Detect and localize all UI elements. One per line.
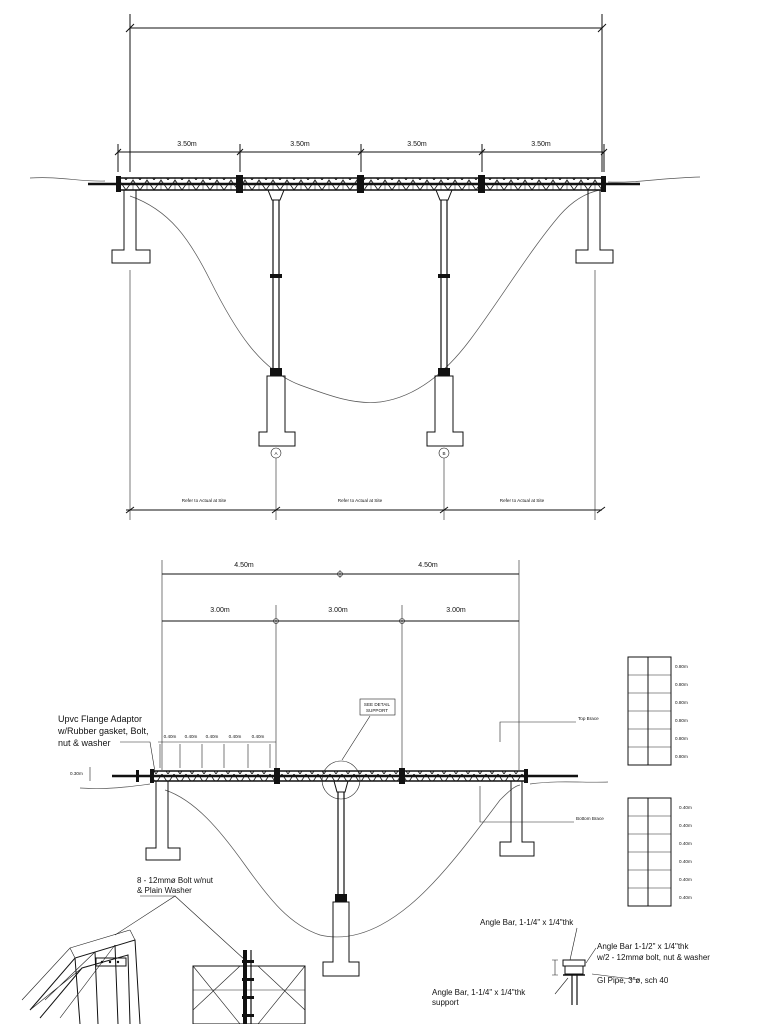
refer-label: Refer to Actual at Site <box>338 498 383 503</box>
bottom-brace-plan <box>627 797 672 907</box>
splice-joint <box>274 768 280 784</box>
brace-dim: 0.80m <box>675 754 688 759</box>
height-label: 0.30m <box>70 771 83 776</box>
dimension-label: 4.50m <box>418 562 438 569</box>
ground-line <box>79 781 609 789</box>
top-elevation: 3.50m 3.50m 3.50m 3.50m <box>29 14 701 520</box>
flange-leader <box>120 741 156 773</box>
span-label: 3.50m <box>531 141 551 148</box>
angle-bar-bottom-note: support <box>432 998 459 1007</box>
panel-label: 0.40m <box>229 734 242 739</box>
brace-dim: 0.40m <box>679 859 692 864</box>
brace-dim: 0.80m <box>675 700 688 705</box>
left-abutment <box>111 189 151 264</box>
detail-leader <box>341 715 371 761</box>
truss-deck <box>152 771 526 781</box>
span-label: 3.50m <box>177 141 197 148</box>
flange-note: w/Rubber gasket, Bolt, <box>57 726 149 736</box>
span-label: 3.50m <box>407 141 427 148</box>
top-brace-leader <box>499 721 576 742</box>
pier-a <box>258 189 296 447</box>
isometric-truss-detail <box>21 929 141 1024</box>
flange-note: Upvc Flange Adaptor <box>58 714 142 724</box>
brace-dim: 0.80m <box>675 718 688 723</box>
bolt-leader <box>114 895 246 961</box>
right-abutment <box>499 780 535 857</box>
brace-dim: 0.80m <box>675 664 688 669</box>
ground-line <box>29 176 701 183</box>
flange-note: nut & washer <box>58 738 111 748</box>
brace-dim: 0.40m <box>679 841 692 846</box>
center-pier <box>322 780 360 977</box>
pier-b <box>426 189 464 447</box>
refer-label: Refer to Actual at Site <box>500 498 545 503</box>
splice-plate-detail <box>192 950 306 1024</box>
angle-bar-bottom-note: Angle Bar, 1-1/4" x 1/4"thk <box>432 988 526 997</box>
top-brace-label: Top Brace <box>578 716 599 721</box>
river-bed-profile <box>129 189 601 403</box>
dimension-label: 3.00m <box>328 607 348 614</box>
detail-box <box>359 698 396 716</box>
detail-box-text: SEE DETAIL <box>364 702 391 707</box>
grid-label: A <box>274 451 278 456</box>
splice-joint <box>357 175 364 193</box>
dimension-label: 4.50m <box>234 562 254 569</box>
dimension-label: 3.00m <box>210 607 230 614</box>
splice-joint <box>478 175 485 193</box>
angle-bar-top-note: Angle Bar, 1-1/4" x 1/4"thk <box>480 918 574 927</box>
panel-label: 0.40m <box>164 734 177 739</box>
left-abutment <box>145 780 181 861</box>
bolt-note: 8 - 12mmø Bolt w/nut <box>137 876 214 885</box>
brace-dim: 0.80m <box>675 736 688 741</box>
brace-dim: 0.80m <box>675 682 688 687</box>
brace-dim: 0.40m <box>679 895 692 900</box>
brace-dim: 0.40m <box>679 805 692 810</box>
splice-joint <box>236 175 243 193</box>
panel-label: 0.40m <box>252 734 265 739</box>
panel-label: 0.40m <box>206 734 219 739</box>
bolt-note: & Plain Washer <box>137 886 192 895</box>
refer-label: Refer to Actual at Site <box>182 498 227 503</box>
grid-label: B <box>442 451 445 456</box>
splice-joint <box>399 768 405 784</box>
detail-circle <box>321 760 361 800</box>
right-abutment <box>575 189 614 264</box>
dimension-label: 3.00m <box>446 607 466 614</box>
brace-dim: 0.40m <box>679 823 692 828</box>
top-brace-plan <box>627 656 672 766</box>
span-label: 3.50m <box>290 141 310 148</box>
detail-box-text: SUPPORT <box>366 708 388 713</box>
brace-dim: 0.40m <box>679 877 692 882</box>
details: 8 - 12mmø Bolt w/nut & Plain Washer <box>21 876 710 1024</box>
bottom-elevation: 4.50m 4.50m 3.00m 3.00m 3.00m Upvc Flang… <box>57 560 692 977</box>
bottom-brace-label: Bottom Brace <box>576 816 604 821</box>
angle-bar-mid-note: Angle Bar 1-1/2" x 1/4"thk <box>597 942 690 951</box>
angle-bar-mid-note: w/2 - 12mmø bolt, nut & washer <box>596 953 710 962</box>
bottom-brace-leader <box>479 786 574 823</box>
panel-label: 0.40m <box>185 734 198 739</box>
gi-pipe-note: GI Pipe, 3"ø, sch 40 <box>597 976 669 985</box>
river-bed-profile <box>164 784 521 938</box>
pipe-support-detail <box>552 927 641 1005</box>
